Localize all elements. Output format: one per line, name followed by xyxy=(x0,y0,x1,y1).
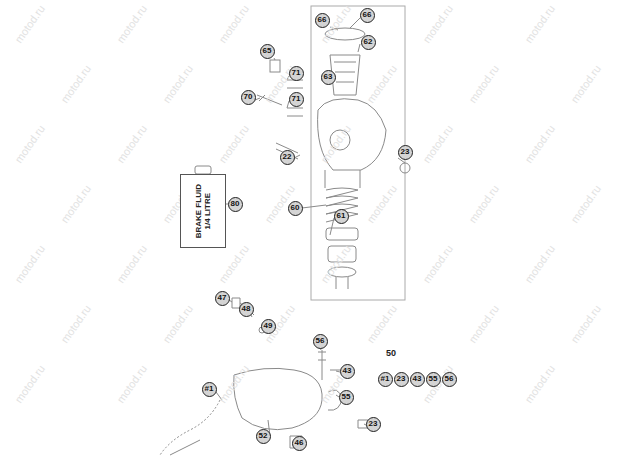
callout-text: 80 xyxy=(231,200,240,208)
watermark: motod.ru xyxy=(216,123,251,165)
watermark: motod.ru xyxy=(364,183,399,225)
callout-text: 52 xyxy=(259,432,268,440)
callout-number: 71 xyxy=(289,66,304,81)
watermark: motod.ru xyxy=(160,303,195,345)
watermark: motod.ru xyxy=(12,243,47,285)
callout-text: 22 xyxy=(283,153,292,161)
callout-number: 66 xyxy=(315,13,330,28)
callout-number: 56 xyxy=(313,334,328,349)
watermark: motod.ru xyxy=(114,3,149,45)
callout-number: 62 xyxy=(361,35,376,50)
callout-text: 71 xyxy=(292,69,301,77)
callout-text: 55 xyxy=(429,375,438,383)
watermark: motod.ru xyxy=(216,3,251,45)
watermark: motod.ru xyxy=(216,243,251,285)
callout-number: 55 xyxy=(426,372,441,387)
callout-number: 23 xyxy=(394,372,409,387)
watermark: motod.ru xyxy=(466,63,501,105)
watermark: motod.ru xyxy=(568,63,603,105)
callout-number: 55 xyxy=(339,390,354,405)
callout-text: 23 xyxy=(401,148,410,156)
callout-text: 66 xyxy=(318,16,327,24)
callout-number: 66 xyxy=(360,8,375,23)
watermark: motod.ru xyxy=(58,183,93,225)
watermark: motod.ru xyxy=(466,183,501,225)
callout-number: 65 xyxy=(260,44,275,59)
callout-text: 60 xyxy=(291,204,300,212)
watermark: motod.ru xyxy=(420,123,455,165)
watermark: motod.ru xyxy=(364,303,399,345)
watermark: motod.ru xyxy=(318,123,353,165)
callout-number: 71 xyxy=(289,92,304,107)
watermark: motod.ru xyxy=(58,63,93,105)
watermark: motod.ru xyxy=(568,303,603,345)
watermark: motod.ru xyxy=(58,303,93,345)
watermark: motod.ru xyxy=(12,363,47,405)
watermark: motod.ru xyxy=(12,123,47,165)
callout-number: 61 xyxy=(334,209,349,224)
callout-text: 55 xyxy=(342,393,351,401)
brake-fluid-bottle: BRAKE FLUID 1/4 LITRE xyxy=(180,174,226,248)
watermark: motod.ru xyxy=(160,63,195,105)
watermark: motod.ru xyxy=(114,243,149,285)
watermark: motod.ru xyxy=(114,123,149,165)
callout-text: 63 xyxy=(324,73,333,81)
callout-number: 23 xyxy=(398,145,413,160)
callout-text: #1 xyxy=(381,375,390,383)
callout-text: 48 xyxy=(242,305,251,313)
callout-text: 70 xyxy=(244,93,253,101)
watermark: motod.ru xyxy=(522,3,557,45)
callout-number: 48 xyxy=(239,302,254,317)
callout-number: #1 xyxy=(202,382,217,397)
callout-text: #1 xyxy=(205,385,214,393)
watermark: motod.ru xyxy=(522,123,557,165)
watermark: motod.ru xyxy=(114,363,149,405)
callout-number: 80 xyxy=(228,197,243,212)
callout-number: 63 xyxy=(321,70,336,85)
callout-number: 22 xyxy=(280,150,295,165)
bottle-label: BRAKE FLUID 1/4 LITRE xyxy=(194,178,212,244)
callout-number: 50 xyxy=(386,348,396,358)
watermark: motod.ru xyxy=(522,243,557,285)
callout-text: 71 xyxy=(292,95,301,103)
callout-text: 23 xyxy=(397,375,406,383)
watermark: motod.ru xyxy=(420,243,455,285)
callout-number: #1 xyxy=(378,372,393,387)
watermark: motod.ru xyxy=(12,3,47,45)
watermark: motod.ru xyxy=(522,363,557,405)
callout-text: 46 xyxy=(295,439,304,447)
watermark: motod.ru xyxy=(420,3,455,45)
callout-number: 47 xyxy=(215,291,230,306)
callout-number: 60 xyxy=(288,201,303,216)
callout-number: 46 xyxy=(292,436,307,451)
callout-text: 66 xyxy=(363,11,372,19)
callout-text: 43 xyxy=(413,375,422,383)
callout-text: 61 xyxy=(337,212,346,220)
callout-number: 49 xyxy=(261,319,276,334)
watermark: motod.ru xyxy=(466,303,501,345)
callout-number: 56 xyxy=(442,372,457,387)
callout-text: 43 xyxy=(343,367,352,375)
callout-number: 43 xyxy=(410,372,425,387)
watermark: motod.ru xyxy=(364,63,399,105)
callout-text: 65 xyxy=(263,47,272,55)
callout-number: 43 xyxy=(340,364,355,379)
watermark: motod.ru xyxy=(568,183,603,225)
callout-text: 47 xyxy=(218,294,227,302)
callout-number: 52 xyxy=(256,429,271,444)
callout-text: 56 xyxy=(316,337,325,345)
callout-text: 23 xyxy=(369,420,378,428)
callout-number: 70 xyxy=(241,90,256,105)
callout-number: 23 xyxy=(366,417,381,432)
callout-text: 49 xyxy=(264,322,273,330)
callout-text: 56 xyxy=(445,375,454,383)
callout-text: 62 xyxy=(364,38,373,46)
watermark: motod.ru xyxy=(216,363,251,405)
